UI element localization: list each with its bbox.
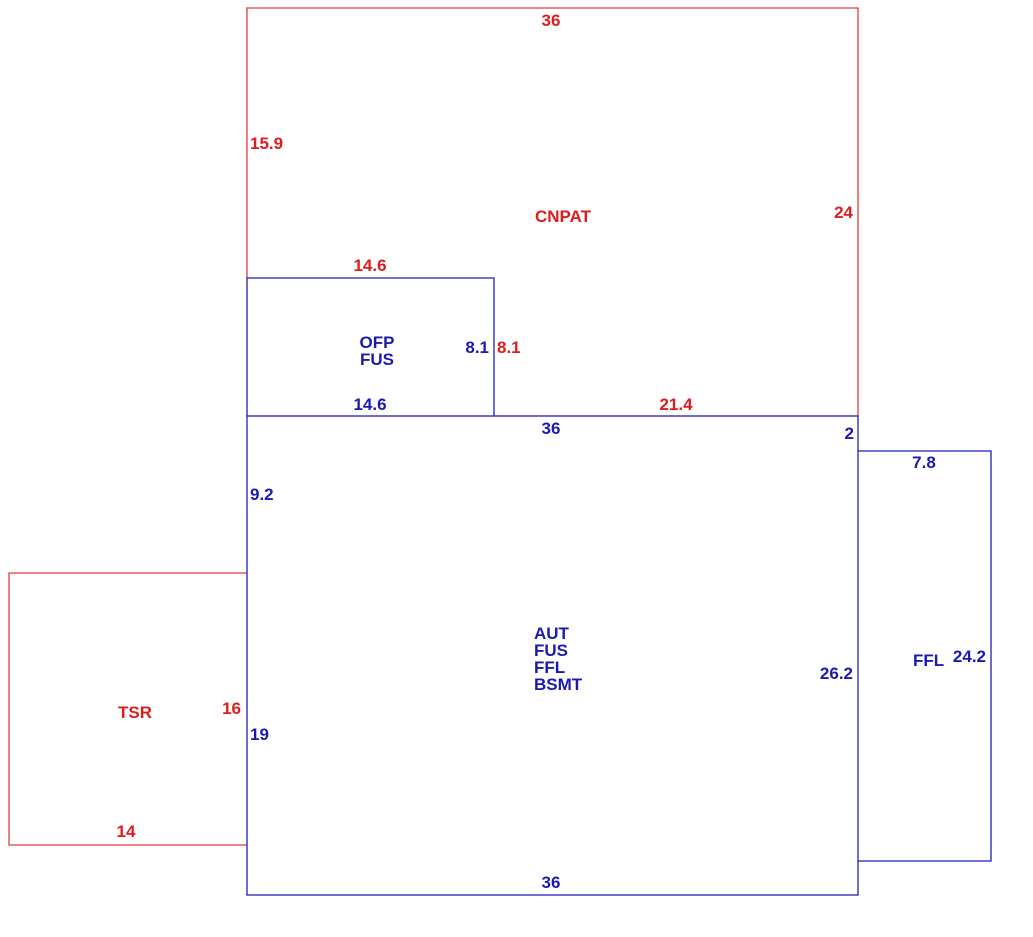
tsr-code: TSR [118,703,152,722]
ffl-dim-top: 7.8 [912,453,936,472]
cnpat-dim-right: 24 [834,203,853,222]
main-code-3: FFL [534,658,565,677]
tsr-dim-bottom: 14 [117,822,136,841]
cnpat-dim-ofp-right: 8.1 [497,338,521,357]
cnpat-outline [246,7,859,416]
main-dim-bottom: 36 [542,873,561,892]
main-dim-top: 36 [542,419,561,438]
ofp-code-2: FUS [360,350,394,369]
tsr-dim-right: 16 [222,699,241,718]
ofp-dim-right: 8.1 [465,338,489,357]
cnpat-dim-bottom: 21.4 [659,395,693,414]
cnpat-dim-ofp-top: 14.6 [353,256,386,275]
ffl-outline [858,450,992,862]
tsr-outline [8,572,247,846]
cnpat-code: CNPAT [535,207,592,226]
main-code-4: BSMT [534,675,583,694]
main-dim-right-notch: 2 [845,424,854,443]
main-dim-right: 26.2 [820,664,853,683]
main-code-2: FUS [534,641,568,660]
main-code-1: AUT [534,624,570,643]
cnpat-dim-top: 36 [542,11,561,30]
ofp-code-1: OFP [360,333,395,352]
main-dim-left-lower: 19 [250,725,269,744]
ofp-outline [246,277,495,416]
main-outline [246,415,859,896]
ffl-code: FFL [913,651,944,670]
ffl-dim-right: 24.2 [953,647,986,666]
cnpat-dim-left: 15.9 [250,134,283,153]
main-dim-left-upper: 9.2 [250,485,274,504]
ofp-dim-bottom: 14.6 [353,395,386,414]
